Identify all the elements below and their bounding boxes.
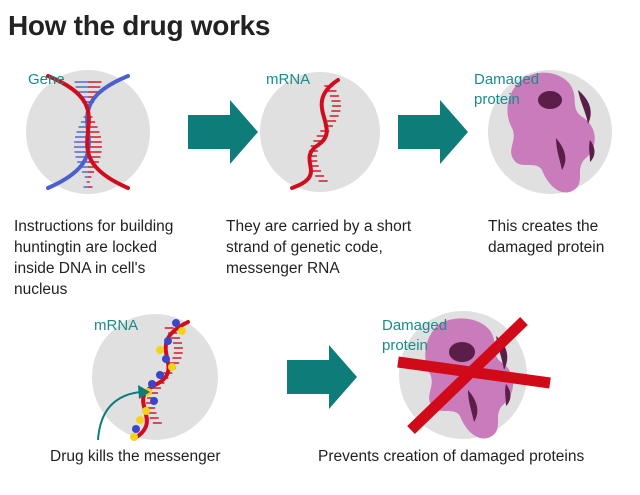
caption-line: strand of genetic code, [226, 239, 383, 256]
mrna-label: mRNA [266, 71, 310, 88]
blocked-protein-label-line2: protein [382, 337, 428, 354]
drug-bead [150, 397, 158, 405]
blocked-protein-label-line1: Damaged [382, 317, 447, 334]
curved-pointer-icon [97, 391, 141, 441]
gene-caption: Instructions for building huntingtin are… [14, 216, 173, 300]
caption-line: messenger RNA [226, 260, 340, 277]
damaged-protein-icon [507, 72, 595, 193]
arrow-icon [287, 345, 357, 409]
mrna-circle [260, 72, 380, 192]
pointer-arrowhead-icon [138, 385, 150, 399]
damaged-protein-label-line1: Damaged [474, 71, 539, 88]
drug-bead [178, 327, 186, 335]
drug-bead [164, 337, 172, 345]
drug-bead [162, 355, 170, 363]
mrna-drug-label: mRNA [94, 317, 138, 334]
damaged-protein-label-line2: protein [474, 91, 520, 108]
caption-line: Instructions for building [14, 218, 174, 235]
caption-line: nucleus [14, 281, 68, 298]
caption-line: Drug kills the messenger [50, 448, 221, 465]
drug-bead [136, 416, 144, 424]
drug-bead [132, 425, 140, 433]
protein-caption: This creates the damaged protein [488, 216, 604, 258]
drug-caption: Drug kills the messenger [50, 446, 221, 467]
mrna-drug-circle [92, 314, 218, 440]
arrow-icon [188, 100, 258, 164]
cross-out-icon [397, 317, 551, 434]
mrna-drug-icon [130, 319, 190, 441]
drug-bead [156, 371, 164, 379]
mrna-strand-icon [290, 78, 341, 190]
caption-line: inside DNA in cell's [14, 260, 146, 277]
mrna-caption: They are carried by a short strand of ge… [226, 216, 411, 279]
caption-line: This creates the [488, 218, 599, 235]
drug-bead [142, 407, 150, 415]
drug-bead [172, 319, 180, 327]
caption-line: Prevents creation of damaged proteins [318, 448, 585, 465]
caption-line: huntingtin are locked [14, 239, 158, 256]
drug-bead [130, 433, 138, 441]
prevent-caption: Prevents creation of damaged proteins [318, 446, 584, 467]
arrow-icon [398, 100, 468, 164]
gene-label: Gene [28, 71, 65, 88]
caption-line: They are carried by a short [226, 218, 412, 235]
drug-bead [168, 363, 176, 371]
page-title: How the drug works [8, 10, 271, 41]
dna-helix-icon [46, 74, 130, 190]
drug-bead [156, 346, 164, 354]
drug-bead [148, 380, 156, 388]
caption-line: damaged protein [488, 239, 605, 256]
